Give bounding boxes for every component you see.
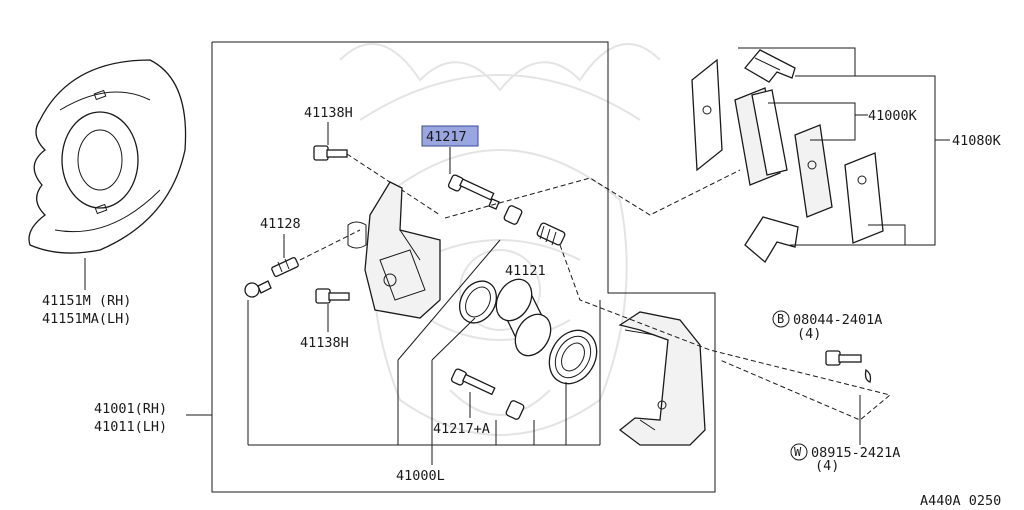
label-41128: 41128 [260, 216, 301, 232]
label-41000l: 41000L [396, 468, 445, 484]
brake-pad-inner [734, 87, 788, 186]
caliper-body [347, 181, 441, 319]
piston-seal-41121 [458, 280, 498, 324]
guide-pin-41217 [447, 174, 500, 210]
label-41000k: 41000K [868, 108, 918, 124]
label-41217a: 41217+A [433, 421, 490, 437]
leader-pad-kit [738, 47, 950, 246]
piston-boot [548, 329, 598, 385]
pin-boot-lower [505, 400, 525, 420]
pad-clip-bottom [744, 216, 799, 263]
caliper-assembly-frame [211, 41, 716, 493]
label-41151ma: 41151MA(LH) [42, 311, 131, 327]
label-41138h-top: 41138H [304, 105, 353, 121]
bolt-marker-b [772, 310, 790, 328]
anti-squeal-shim [691, 58, 723, 172]
label-41151m: 41151M (RH) [42, 293, 131, 309]
washer-marker-w [790, 443, 808, 461]
label-08044-qty: (4) [797, 326, 821, 342]
leader-41000l [247, 239, 601, 465]
bleeder-screw-41128 [244, 229, 361, 298]
label-41138h-bottom: 41138H [300, 335, 349, 351]
label-41080k: 41080K [952, 133, 1002, 149]
dust-shield-41151m [28, 59, 187, 290]
guide-pin-41217a [450, 368, 496, 396]
bolt-marker-letter: B [777, 312, 784, 326]
guide-bolt-41138h-bottom [315, 288, 350, 304]
label-41011: 41011(LH) [94, 419, 167, 435]
label-41217: 41217 [426, 129, 467, 145]
label-08915-qty: (4) [815, 458, 839, 474]
label-08044: 08044-2401A [793, 312, 882, 328]
label-08915: 08915-2421A [811, 445, 900, 461]
guide-bolt-41138h-top [313, 145, 441, 216]
label-41001: 41001(RH) [94, 401, 167, 417]
highlight-41217 [421, 125, 479, 147]
brake-pad-outer [794, 124, 833, 218]
torque-member [618, 311, 706, 446]
washer-marker-letter: W [794, 445, 802, 459]
shim-outer [844, 152, 884, 244]
dashed-leaders [444, 169, 892, 421]
figure-code: A440A 0250 [920, 493, 1001, 509]
mounting-bolt-08044 [825, 350, 872, 383]
pad-clip-top [744, 49, 796, 83]
pin-boot-upper [503, 205, 523, 225]
piston [495, 278, 552, 357]
label-41121: 41121 [505, 263, 546, 279]
bleeder-spring-upper [536, 222, 566, 246]
